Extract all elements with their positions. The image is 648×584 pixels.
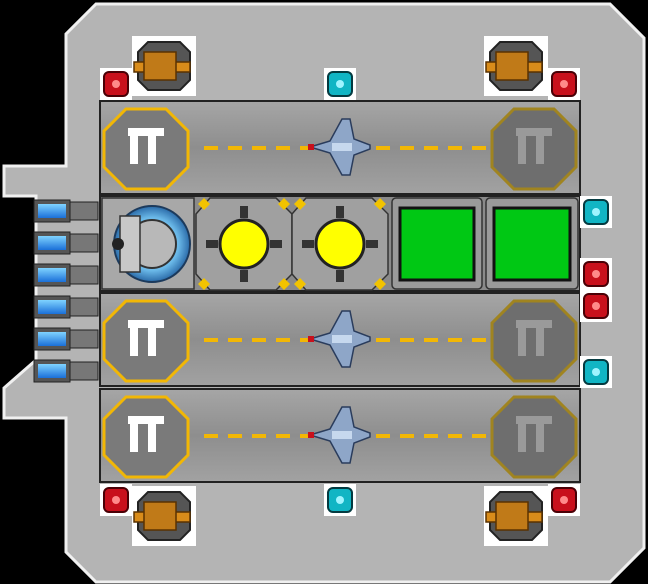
exit-pad-icon[interactable] (490, 107, 578, 191)
turret-icon[interactable] (132, 486, 196, 546)
red-indicator-icon[interactable] (100, 484, 132, 516)
turret-icon[interactable] (132, 36, 196, 96)
thruster-bank (33, 199, 99, 383)
red-indicator-icon[interactable] (580, 258, 612, 290)
module-row (99, 195, 581, 292)
exit-pad-icon[interactable] (490, 299, 578, 383)
thruster-6 (33, 359, 99, 383)
green-bay-2[interactable] (485, 197, 579, 290)
reactor-module[interactable] (101, 197, 195, 290)
lane-markers (204, 434, 486, 438)
red-indicator-icon[interactable] (580, 290, 612, 322)
red-indicator-icon[interactable] (548, 68, 580, 100)
fighter-ship-icon[interactable] (307, 406, 371, 464)
green-bay-1[interactable] (391, 197, 483, 290)
hangar-bottom[interactable] (99, 388, 581, 483)
thruster-4 (33, 295, 99, 319)
cyan-indicator-icon[interactable] (324, 68, 356, 100)
fighter-ship-icon[interactable] (307, 310, 371, 368)
cyan-indicator-icon[interactable] (580, 196, 612, 228)
lane-markers (204, 146, 486, 150)
lane-markers (204, 338, 486, 342)
thruster-5 (33, 327, 99, 351)
turret-icon[interactable] (484, 486, 548, 546)
red-indicator-icon[interactable] (548, 484, 580, 516)
yellow-node-1[interactable] (195, 197, 293, 291)
hangar-top[interactable] (99, 100, 581, 195)
hangar-middle[interactable] (99, 292, 581, 387)
launch-pad-icon[interactable] (102, 395, 190, 479)
thruster-1 (33, 199, 99, 223)
yellow-node-2[interactable] (291, 197, 389, 291)
cyan-indicator-icon[interactable] (580, 356, 612, 388)
exit-pad-icon[interactable] (490, 395, 578, 479)
turret-icon[interactable] (484, 36, 548, 96)
thruster-2 (33, 231, 99, 255)
launch-pad-icon[interactable] (102, 299, 190, 383)
launch-pad-icon[interactable] (102, 107, 190, 191)
fighter-ship-icon[interactable] (307, 118, 371, 176)
cyan-indicator-icon[interactable] (324, 484, 356, 516)
thruster-3 (33, 263, 99, 287)
red-indicator-icon[interactable] (100, 68, 132, 100)
